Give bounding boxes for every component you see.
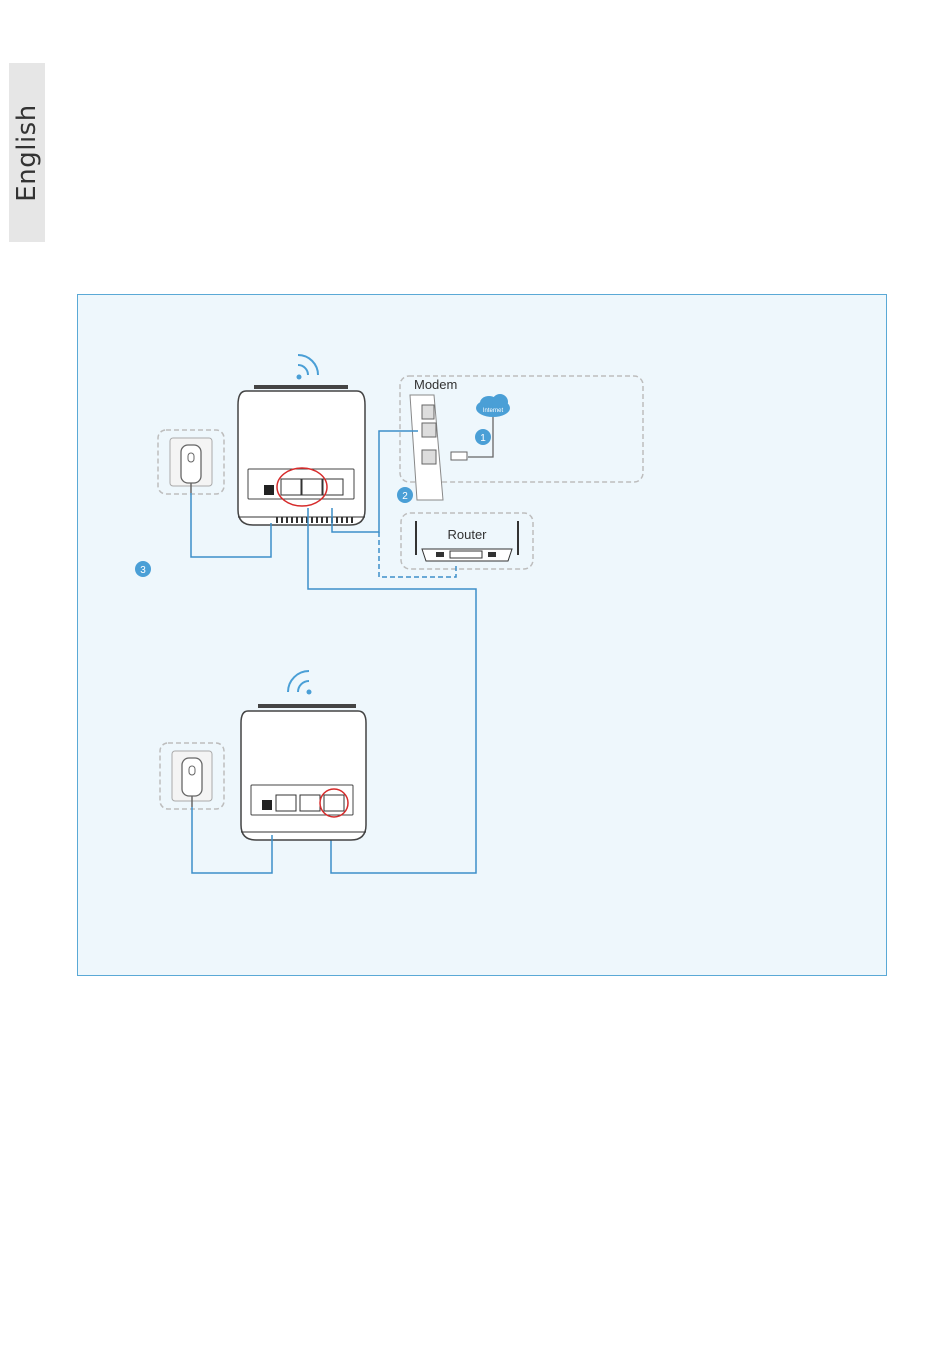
router-label: Router [447, 527, 487, 542]
connection-diagram: Modem Internet 1 2 Router 3 [77, 294, 887, 976]
power-outlet-box-2 [160, 743, 224, 809]
router-box: Router [401, 513, 533, 569]
internet-label: Internet [483, 408, 504, 414]
step-badge-2: 2 [402, 491, 408, 502]
internet-cloud-icon: Internet [476, 394, 510, 417]
wifi-icon [297, 355, 319, 380]
wifi-icon [288, 671, 312, 695]
primary-node [238, 355, 365, 525]
language-tab[interactable]: English [9, 63, 45, 242]
step-badge-1: 1 [480, 433, 486, 444]
power-outlet-box-1 [158, 430, 224, 494]
step-badge-3: 3 [140, 565, 146, 576]
modem-label: Modem [414, 377, 457, 392]
language-label: English [12, 104, 42, 201]
modem-box: Modem Internet 1 [400, 376, 643, 500]
satellite-node [241, 671, 366, 840]
